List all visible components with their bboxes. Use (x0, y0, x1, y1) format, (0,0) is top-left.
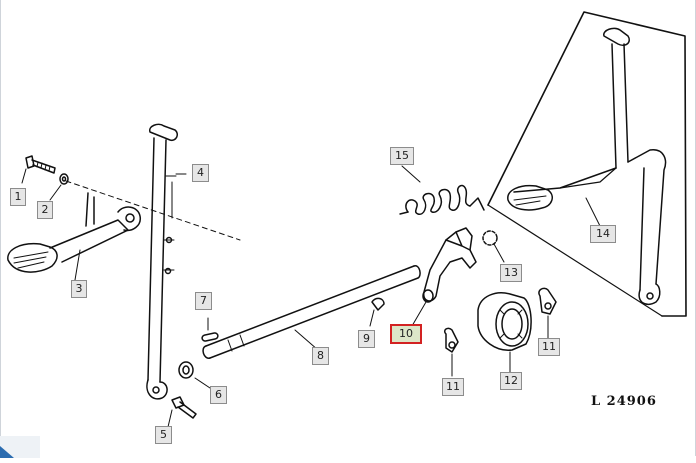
inset-panel (487, 11, 687, 317)
corner-badge (0, 436, 40, 458)
clip-part-lower (443, 327, 459, 377)
callout-12[interactable]: 12 (500, 372, 522, 390)
callout-11-right[interactable]: 11 (538, 338, 560, 356)
callout-4[interactable]: 4 (192, 164, 209, 182)
callout-7[interactable]: 7 (195, 292, 212, 310)
callout-11-lower[interactable]: 11 (442, 378, 464, 396)
pin-part (201, 317, 219, 342)
washer-part (59, 173, 69, 185)
callout-3[interactable]: 3 (71, 280, 87, 298)
key-part (369, 297, 385, 327)
shaft-washer-part (178, 361, 211, 389)
snap-ring-part (482, 230, 505, 263)
drawing-number: L 24906 (591, 394, 657, 409)
bolt-part (25, 155, 56, 174)
left-pedal-part (7, 192, 141, 281)
callout-15[interactable]: 15 (390, 147, 414, 165)
long-lever-part (146, 123, 187, 400)
shifter-fork-part (411, 227, 477, 327)
callout-5[interactable]: 5 (155, 426, 172, 444)
corner-arrow-icon (0, 446, 14, 458)
coupler-gear-part (477, 292, 532, 373)
callout-6[interactable]: 6 (210, 386, 227, 404)
callout-13[interactable]: 13 (500, 264, 522, 282)
shift-shaft-part (202, 265, 421, 359)
callout-10-highlighted[interactable]: 10 (390, 324, 422, 344)
callout-14[interactable]: 14 (590, 225, 616, 243)
callout-8[interactable]: 8 (312, 347, 329, 365)
callout-2[interactable]: 2 (37, 201, 53, 219)
leader-dash (65, 180, 241, 241)
callout-1[interactable]: 1 (10, 188, 26, 206)
spring-part (399, 165, 485, 215)
inset-panel-bottom (487, 204, 663, 317)
callout-9[interactable]: 9 (358, 330, 375, 348)
clip-part-right (538, 287, 557, 339)
right-pedal-part (507, 27, 667, 306)
bottom-bolt-part (167, 396, 197, 428)
